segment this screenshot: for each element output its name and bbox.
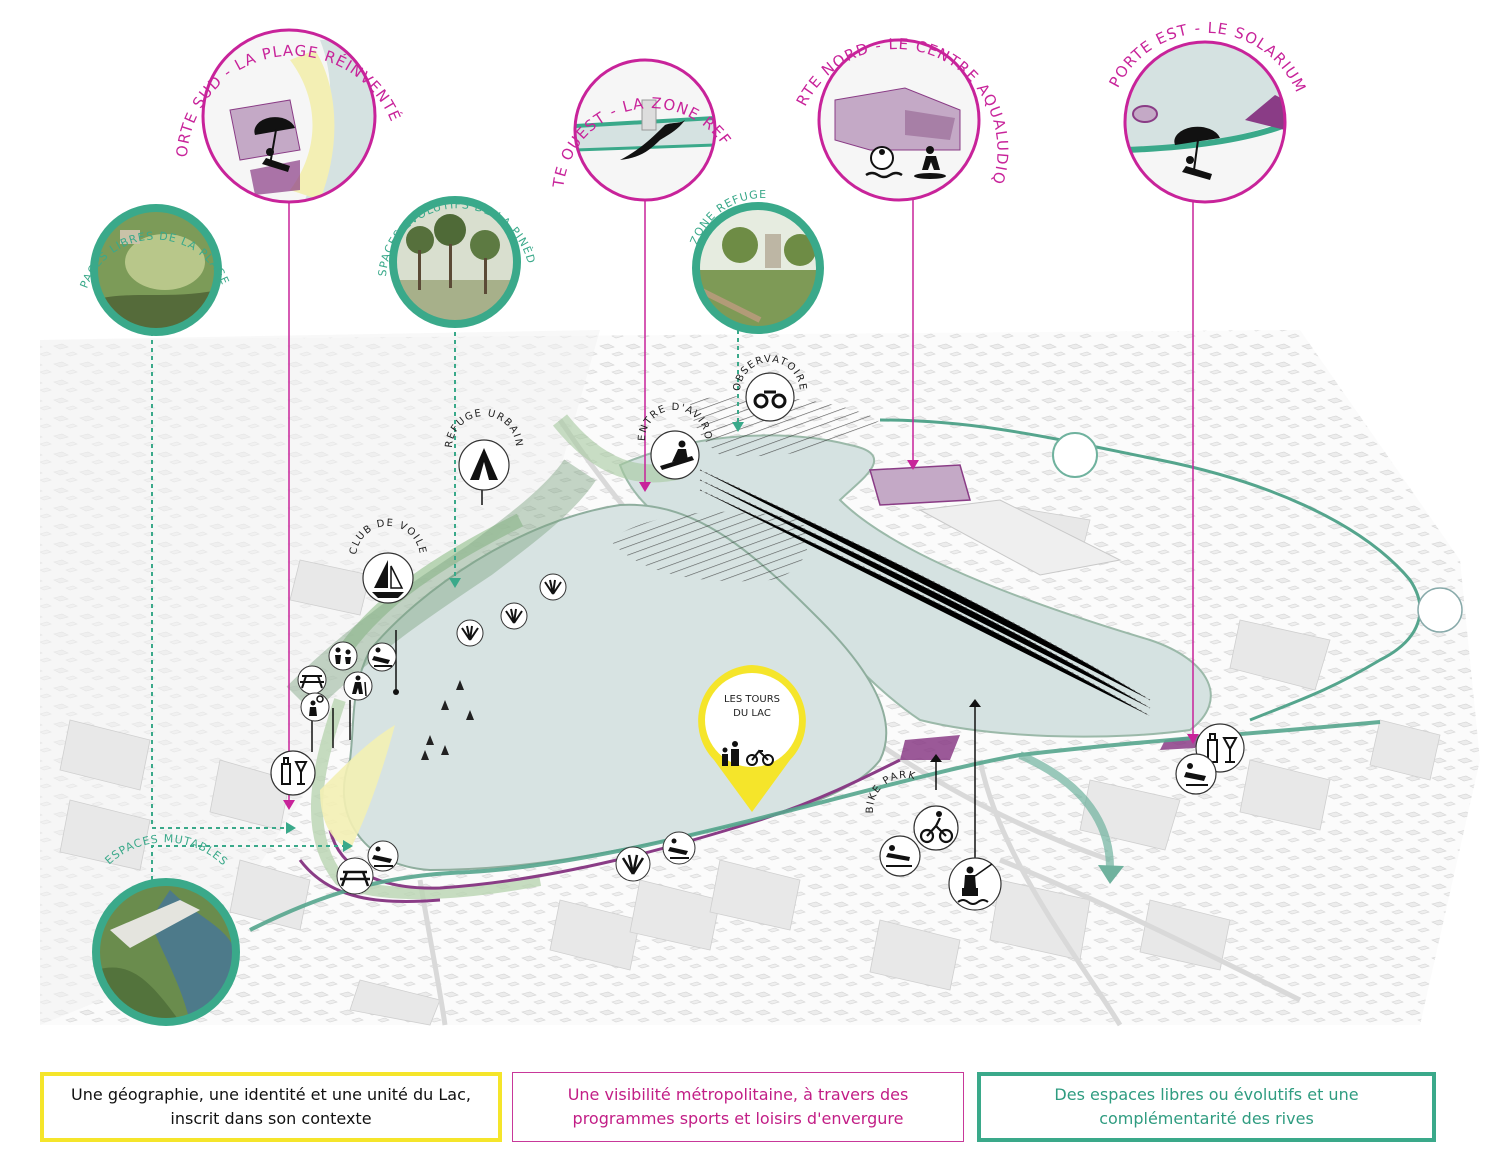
- label-plage-verte: LES ESPACES LIBRES DE LA PLAGE VERTE: [0, 0, 234, 291]
- legend-box-magenta: Une visibilité métropolitaine, à travers…: [512, 1072, 964, 1142]
- picnic-table-icon: [300, 675, 324, 689]
- legend-text-magenta: Une visibilité métropolitaine, à travers…: [567, 1085, 909, 1128]
- poi-beach-bar[interactable]: [270, 750, 316, 796]
- callout-zone-refuge[interactable]: [692, 202, 824, 334]
- sunbather-umbrella-icon: [1174, 126, 1220, 180]
- poi-sunbathing[interactable]: [367, 642, 397, 672]
- sailboat-icon: [372, 560, 404, 598]
- connector-lines: [151, 200, 1199, 880]
- callout-porte-ouest[interactable]: [573, 58, 717, 202]
- callout-porte-sud[interactable]: [200, 28, 380, 210]
- kids-play-icon: [335, 647, 351, 664]
- tent-icon: [470, 448, 498, 480]
- fan-icon: [621, 854, 645, 875]
- deckchair-icon: [1184, 763, 1208, 786]
- binoculars-icon: [753, 390, 787, 409]
- poi-hiking[interactable]: [343, 671, 373, 701]
- surfer-icon: [914, 146, 946, 179]
- hiker-icon: [352, 675, 367, 697]
- picnic-table-icon: [340, 870, 370, 887]
- bottle-glass-icon: [1207, 733, 1238, 763]
- ball-player-icon: [309, 695, 324, 716]
- family-bike-icon: [722, 741, 774, 766]
- poi-deckchair-south-2[interactable]: [662, 831, 696, 865]
- legend-text-yellow: Une géographie, une identité et une unit…: [71, 1085, 471, 1128]
- poi-fitness[interactable]: [879, 835, 921, 877]
- fan-icon: [544, 579, 562, 595]
- fisherman-icon: [957, 863, 993, 905]
- swimmer-icon: [865, 146, 903, 179]
- marker-title-line1: LES TOURS: [724, 694, 780, 705]
- poi-solarium-deckchair[interactable]: [1175, 753, 1217, 795]
- beach-umbrella-icon: [254, 117, 295, 172]
- fan-icon: [505, 608, 523, 624]
- poi-view-2[interactable]: [500, 602, 528, 630]
- poi-view-3[interactable]: [539, 573, 567, 601]
- callout-mutables[interactable]: [92, 878, 240, 1026]
- legend-box-green: Des espaces libres ou évolutifs et une c…: [977, 1072, 1436, 1142]
- bmx-rider-icon: [919, 817, 954, 844]
- legend-text-green: Des espaces libres ou évolutifs et une c…: [1054, 1085, 1359, 1128]
- poi-volleyball[interactable]: [300, 692, 330, 722]
- marker-les-tours-du-lac[interactable]: LES TOURS DU LAC: [698, 665, 806, 812]
- deckchair-icon: [668, 838, 689, 859]
- poi-view-1[interactable]: [456, 619, 484, 647]
- rower-icon: [660, 440, 694, 470]
- deckchair-icon: [372, 846, 393, 867]
- deckchair-icon: [372, 647, 392, 667]
- callout-porte-nord[interactable]: [817, 38, 981, 202]
- poi-picnic-south[interactable]: [336, 857, 374, 895]
- fitness-bench-icon: [886, 845, 912, 867]
- callout-pinede[interactable]: [389, 196, 521, 328]
- poi-playground[interactable]: [328, 641, 358, 671]
- callout-plage-verte[interactable]: [90, 204, 222, 336]
- poi-picnic[interactable]: [297, 665, 327, 695]
- bottle-glass-icon: [281, 757, 308, 785]
- callout-porte-est[interactable]: [1123, 40, 1287, 204]
- legend-box-yellow: Une géographie, une identité et une unit…: [40, 1072, 502, 1142]
- poi-fishing[interactable]: [948, 857, 1002, 911]
- poi-deckchair-south[interactable]: [367, 840, 399, 872]
- fan-icon: [461, 625, 479, 641]
- swallow-icon: [620, 120, 685, 160]
- marker-title-line2: DU LAC: [733, 708, 771, 719]
- poi-fan-south[interactable]: [615, 846, 651, 882]
